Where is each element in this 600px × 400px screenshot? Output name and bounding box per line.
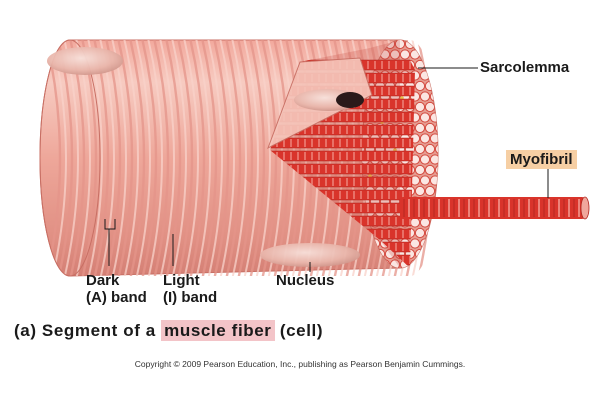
nucleus-label: Nucleus (276, 272, 335, 289)
light-band-label: Light (I) band (163, 272, 217, 306)
surface-nucleus-top (47, 47, 123, 75)
leader-lines (104, 67, 549, 272)
caption-prefix: (a) Segment of a (14, 321, 156, 340)
dark-band-label-line2: (A) band (86, 289, 147, 306)
light-band-label-line2: (I) band (163, 289, 218, 306)
caption-highlight: muscle fiber (161, 320, 275, 341)
dark-band-label: Dark (A) band (86, 272, 147, 306)
sarcolemma-label: Sarcolemma (480, 59, 570, 76)
dark-band-bracket (104, 219, 116, 230)
surface-nucleus-bottom (260, 243, 360, 267)
dark-band-label-line1: Dark (86, 272, 120, 289)
myofibril-label: Myofibril (506, 150, 577, 169)
figure-caption: (a) Segment of a muscle fiber (cell) (14, 320, 324, 341)
caption-suffix: (cell) (279, 321, 324, 340)
extended-myofibril (400, 196, 590, 220)
light-band-label-line1: Light (163, 272, 200, 289)
copyright-notice: Copyright © 2009 Pearson Education, Inc.… (134, 359, 466, 369)
cutaway-myofibrils (267, 40, 415, 268)
